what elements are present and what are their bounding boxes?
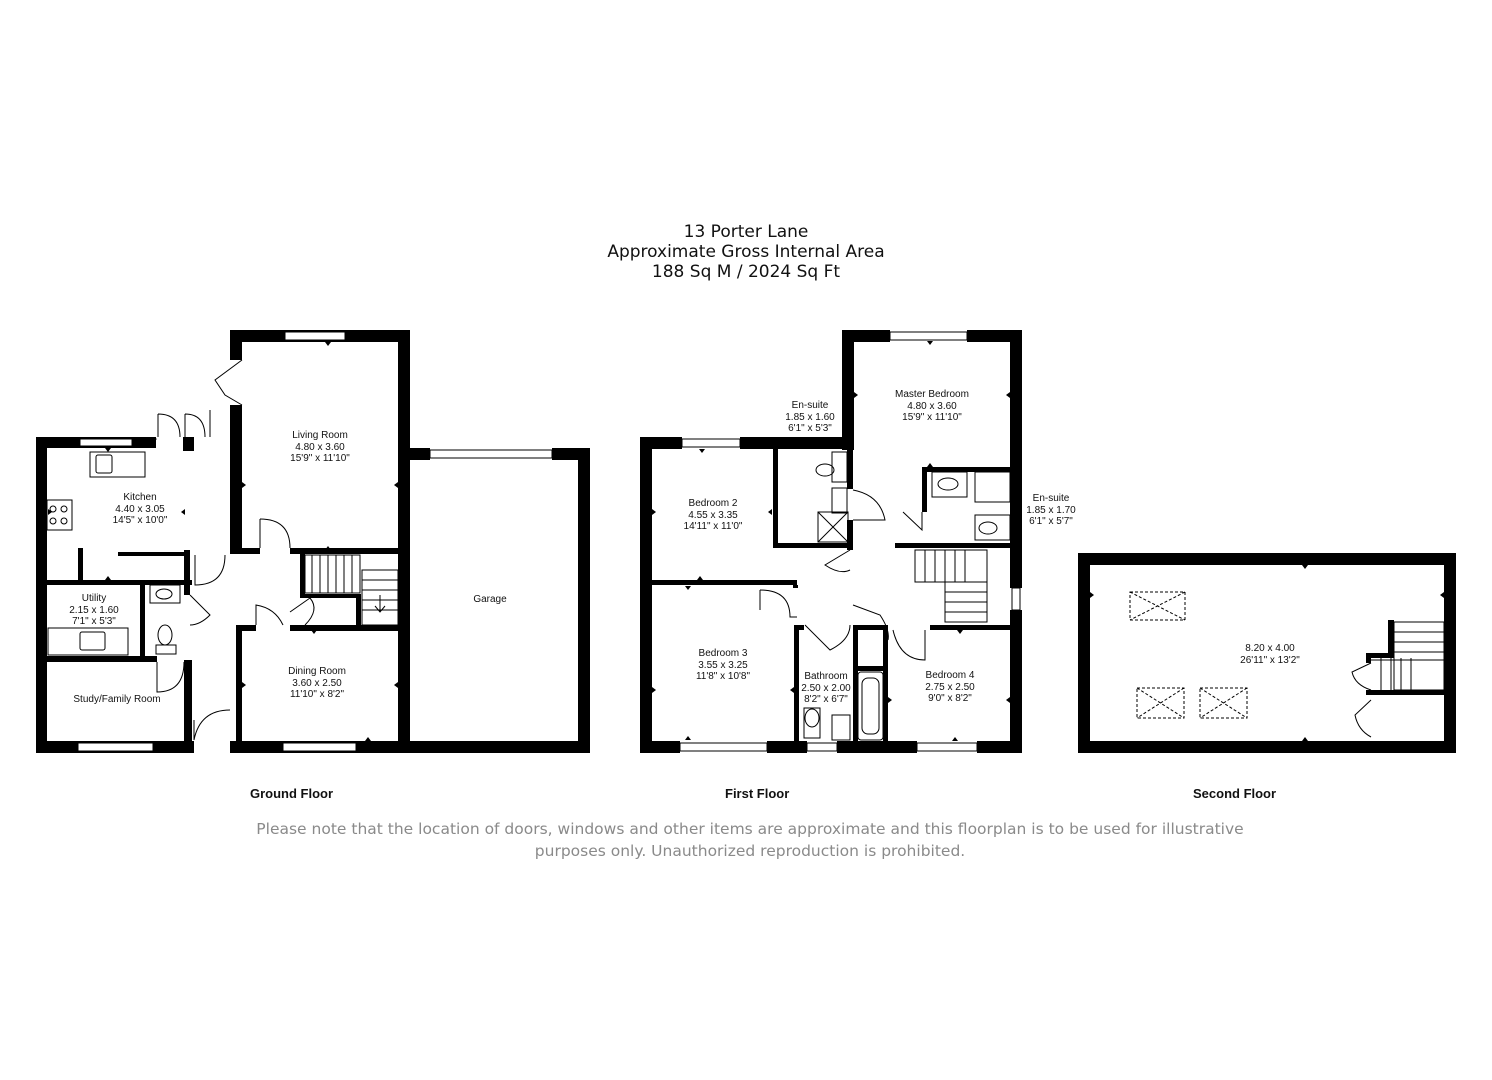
doors: [156, 359, 1372, 741]
room-label-ensuite-1: En-suite 1.85 x 1.60 6'1" x 5'3": [770, 400, 850, 435]
room-name: Utility: [81, 593, 107, 604]
room-metric: 3.55 x 3.25: [698, 659, 748, 671]
room-metric: 4.80 x 3.60: [295, 441, 345, 453]
room-name: En-suite: [791, 400, 829, 411]
room-metric: 2.50 x 2.00: [801, 682, 851, 694]
room-imperial: 14'11" x 11'0": [683, 521, 743, 532]
room-imperial: 6'1" x 5'3": [788, 423, 832, 434]
room-name: En-suite: [1032, 493, 1070, 504]
area-title: Approximate Gross Internal Area: [607, 242, 885, 262]
room-metric: 4.80 x 3.60: [907, 400, 957, 412]
area-value: 188 Sq M / 2024 Sq Ft: [651, 262, 841, 282]
windows: [77, 331, 1021, 752]
room-label-loft: 8.20 x 4.00 26'11" x 13'2": [1220, 643, 1320, 666]
fixtures: [46, 451, 1011, 741]
room-imperial: 7'1" x 5'3": [72, 616, 116, 627]
room-label-bedroom-3: Bedroom 3 3.55 x 3.25 11'8" x 10'8": [668, 648, 778, 683]
disclaimer-line-2: purposes only. Unauthorized reproduction…: [534, 842, 966, 860]
room-label-bathroom: Bathroom 2.50 x 2.00 8'2" x 6'7": [795, 671, 857, 706]
room-name: Bathroom: [804, 671, 848, 682]
disclaimer-note: Please note that the location of doors, …: [230, 818, 1270, 862]
room-imperial: 14'5" x 10'0": [112, 515, 168, 526]
wall-group-ground: [36, 330, 590, 753]
room-imperial: 8'2" x 6'7": [804, 694, 848, 705]
floor-label-first: First Floor: [725, 786, 790, 801]
wall-group-first: [640, 330, 1022, 753]
room-name: Kitchen: [123, 492, 157, 503]
disclaimer-line-1: Please note that the location of doors, …: [256, 820, 1244, 838]
room-name: Study/Family Room: [73, 694, 161, 705]
room-imperial: 6'1" x 5'7": [1029, 516, 1073, 527]
room-imperial: 11'8" x 10'8": [695, 671, 751, 682]
room-name: Bedroom 3: [698, 648, 748, 659]
stairs: [304, 549, 1445, 691]
room-imperial: 15'9" x 11'10": [902, 412, 962, 423]
room-label-kitchen: Kitchen 4.40 x 3.05 14'5" x 10'0": [85, 492, 195, 527]
room-metric: 4.55 x 3.35: [688, 509, 738, 521]
property-address: 13 Porter Lane: [683, 222, 809, 242]
room-label-utility: Utility 2.15 x 1.60 7'1" x 5'3": [49, 593, 139, 628]
room-name: Garage: [473, 594, 507, 605]
skylights: [1129, 591, 1248, 719]
room-imperial: 9'0" x 8'2": [928, 693, 972, 704]
room-name: Master Bedroom: [895, 389, 969, 400]
room-name: Living Room: [292, 430, 348, 441]
room-label-dining-room: Dining Room 3.60 x 2.50 11'10" x 8'2": [262, 666, 372, 701]
plan-title-block: 13 Porter Lane Approximate Gross Interna…: [0, 222, 1492, 282]
room-metric: 1.85 x 1.70: [1026, 504, 1076, 516]
room-metric: 8.20 x 4.00: [1245, 643, 1295, 654]
room-label-master-bedroom: Master Bedroom 4.80 x 3.60 15'9" x 11'10…: [872, 389, 992, 424]
room-label-bedroom-4: Bedroom 4 2.75 x 2.50 9'0" x 8'2": [900, 670, 1000, 705]
room-name: Dining Room: [288, 666, 346, 677]
room-imperial: 11'10" x 8'2": [289, 689, 345, 700]
room-imperial: 15'9" x 11'10": [290, 453, 350, 464]
room-metric: 1.85 x 1.60: [785, 411, 835, 423]
floor-label-second: Second Floor: [1193, 786, 1277, 801]
floor-label-ground: Ground Floor: [250, 786, 334, 801]
dimension-markers: [48, 341, 1444, 741]
room-label-garage: Garage: [440, 594, 540, 606]
room-label-ensuite-2: En-suite 1.85 x 1.70 6'1" x 5'7": [1016, 493, 1086, 528]
room-label-study: Study/Family Room: [52, 694, 182, 706]
room-imperial: 26'11" x 13'2": [1240, 654, 1300, 666]
room-label-bedroom-2: Bedroom 2 4.55 x 3.35 14'11" x 11'0": [658, 498, 768, 533]
wall-group-second: [1078, 553, 1456, 753]
room-metric: 4.40 x 3.05: [115, 503, 165, 515]
room-name: Bedroom 4: [925, 670, 975, 681]
room-name: Bedroom 2: [688, 498, 738, 509]
room-label-living-room: Living Room 4.80 x 3.60 15'9" x 11'10": [265, 430, 375, 465]
room-metric: 2.75 x 2.50: [925, 681, 975, 693]
room-metric: 3.60 x 2.50: [292, 677, 342, 689]
room-metric: 2.15 x 1.60: [69, 604, 119, 616]
